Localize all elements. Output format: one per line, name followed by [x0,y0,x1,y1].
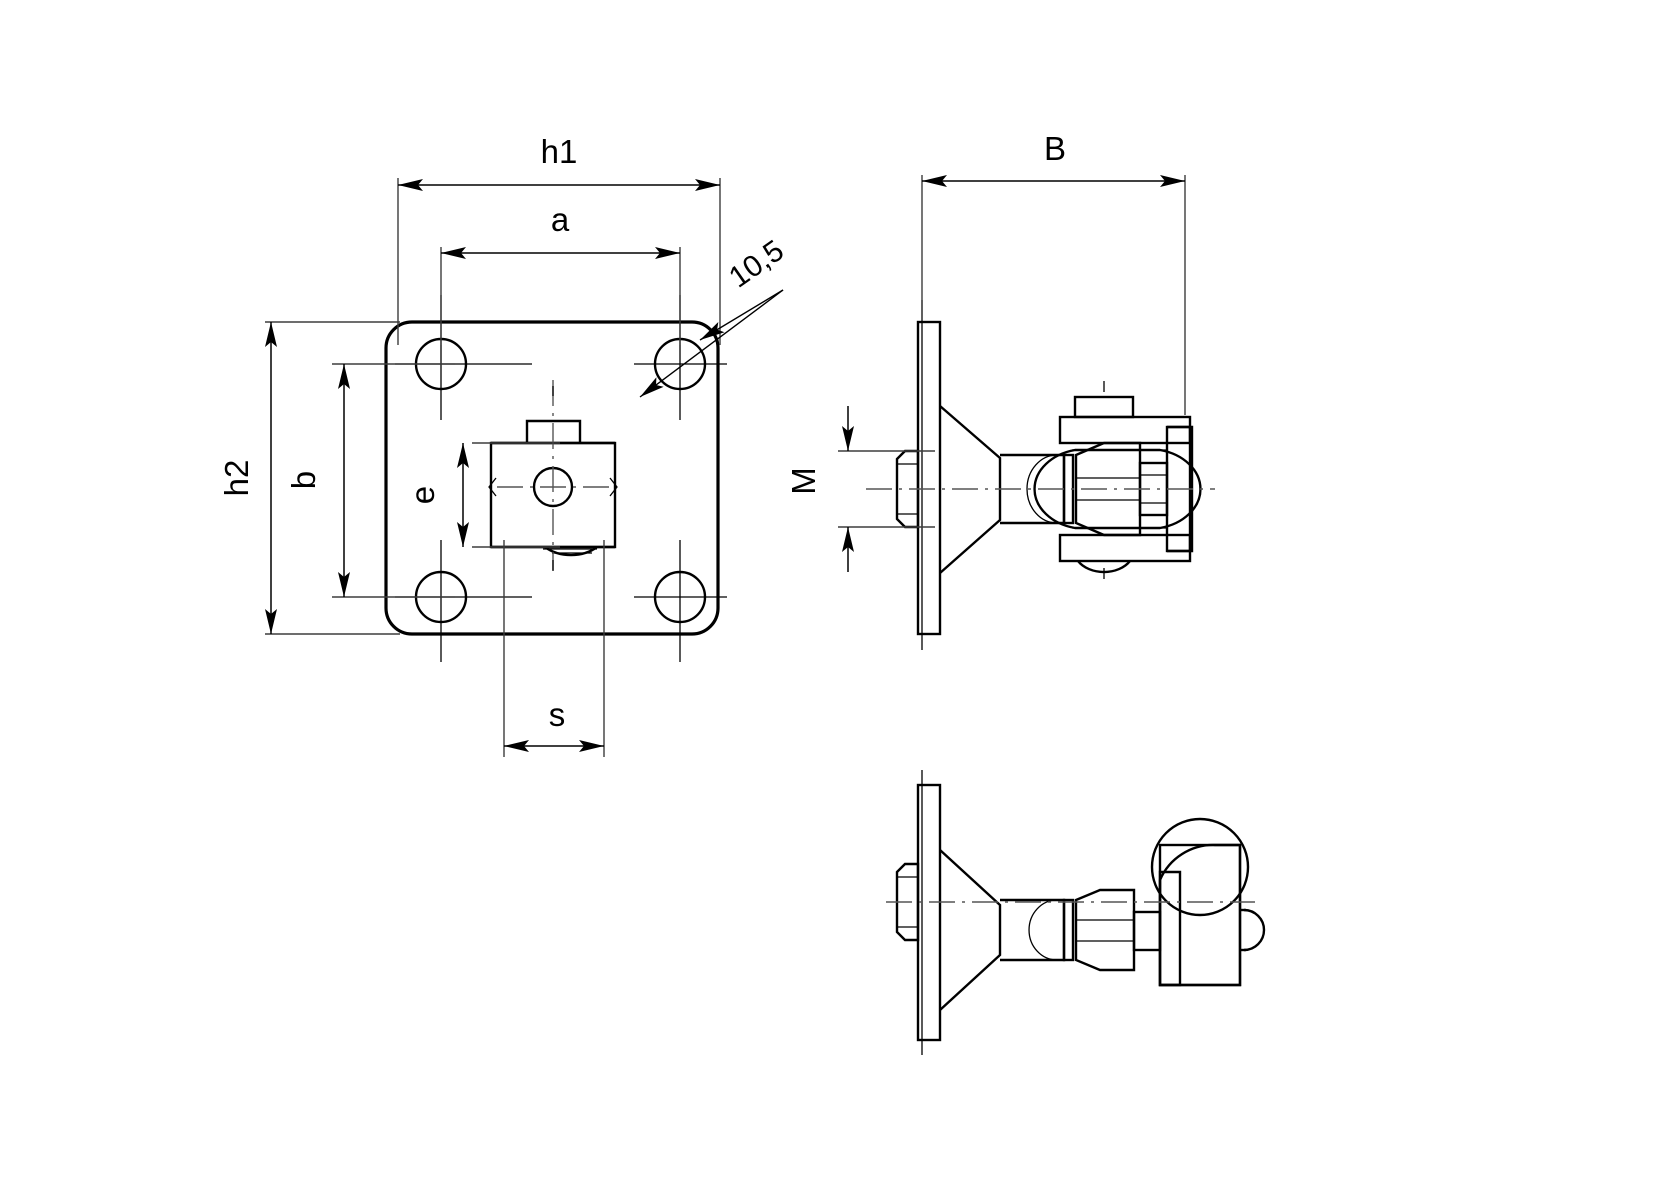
h1-label: h1 [541,133,578,170]
side-yoke-cap-upper [1058,415,1192,445]
swivel-block-bottom-arc [544,546,598,557]
side-view: B M [785,130,1215,650]
bottom-hex-nut [1074,888,1136,972]
bottom-collar-arc [1028,899,1058,961]
B-label: B [1044,130,1066,167]
callout-leader-upper [699,289,784,341]
hole-diameter-label: 10,5 [723,234,790,295]
bottom-flange-collar [1000,898,1066,962]
block-notch-right [609,477,618,497]
bottom-ball-circle [1150,817,1250,917]
bottom-bolt-head [895,862,920,942]
dimension-h1: h1 [397,133,721,345]
side-yoke-boss-upper [1073,395,1135,419]
bottom-plate-edge [916,783,942,1042]
front-view: h1 a h2 b e [218,133,790,757]
bottom-yoke-left-face [1158,870,1182,987]
block-notch-left [488,477,497,497]
bottom-washer [1062,898,1075,962]
dimension-e: e [404,442,560,548]
dimension-B: B [921,130,1186,415]
bottom-flange-cone [939,849,1002,1011]
bottom-shank [1132,910,1162,952]
callout-leader-lower [639,289,784,398]
b-label: b [285,471,322,489]
hole-diameter-callout: 10,5 [639,234,790,398]
dimension-s: s [503,540,605,757]
a-label: a [551,201,570,238]
side-collar-arc [1026,454,1058,524]
e-label: e [404,486,441,504]
bottom-yoke-rounded-body [1158,843,1242,987]
bottom-yoke-side-lug [1243,908,1266,952]
side-yoke-cap-lower [1058,533,1192,563]
M-label: M [785,467,822,495]
dimension-M: M [785,406,935,572]
dimension-h2: h2 [218,321,400,635]
bottom-view [886,770,1266,1055]
dimension-b: b [285,363,455,598]
dimension-a: a [440,201,681,345]
swivel-block-top-tab [525,419,582,443]
front-plate-outline [384,320,720,636]
s-label: s [549,696,566,733]
h2-label: h2 [218,460,255,497]
side-plate-edge [916,320,942,636]
